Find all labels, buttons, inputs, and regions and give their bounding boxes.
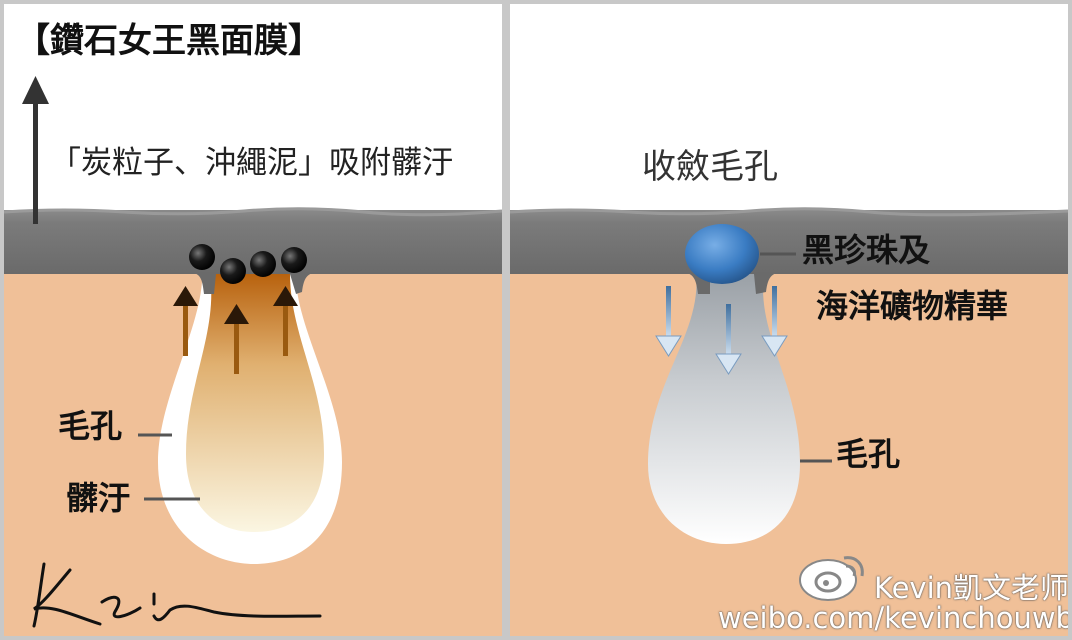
right-pore-label: 毛孔 <box>836 435 901 473</box>
watermark-name: Kevin凱文老师 <box>874 571 1068 605</box>
up-arrow-1 <box>173 286 198 356</box>
down-arrow-2 <box>715 304 742 375</box>
page-title: 【鑽石女王黑面膜】 <box>16 21 322 61</box>
left-illustration <box>4 4 502 636</box>
dirt-label: 髒汙 <box>66 479 131 517</box>
right-panel: 收斂毛孔 黑珍珠及 海洋礦物精華 毛孔 Kevin凱文老师 weibo.com/… <box>510 4 1068 636</box>
up-arrow-3 <box>273 286 298 356</box>
signature-scribble <box>32 562 322 628</box>
weibo-logo-icon <box>799 556 864 601</box>
particle-2 <box>220 258 246 284</box>
particle-4 <box>281 247 307 273</box>
left-panel: 【鑽石女王黑面膜】 「炭粒子、沖繩泥」吸附髒汙 毛孔 髒汙 <box>4 4 502 636</box>
particle-1 <box>189 244 215 270</box>
down-arrow-3 <box>761 286 788 357</box>
watermark-url: weibo.com/kevinchouwb <box>718 601 1068 635</box>
left-caption: 「炭粒子、沖繩泥」吸附髒汙 <box>50 145 453 181</box>
left-pore-label: 毛孔 <box>58 407 123 445</box>
mask-layer <box>510 210 1068 274</box>
right-caption: 收斂毛孔 <box>642 147 778 187</box>
dirt-shape <box>186 274 324 532</box>
pore-shape <box>648 274 800 544</box>
down-arrow-1 <box>655 286 682 357</box>
particle-3 <box>250 251 276 277</box>
right-illustration <box>510 4 1068 636</box>
pearl-label-line2: 海洋礦物精華 <box>816 287 1009 325</box>
pearl <box>685 224 759 284</box>
big-up-arrow <box>22 76 49 224</box>
pearl-label-line1: 黑珍珠及 <box>802 231 931 269</box>
up-arrow-2 <box>224 304 249 374</box>
